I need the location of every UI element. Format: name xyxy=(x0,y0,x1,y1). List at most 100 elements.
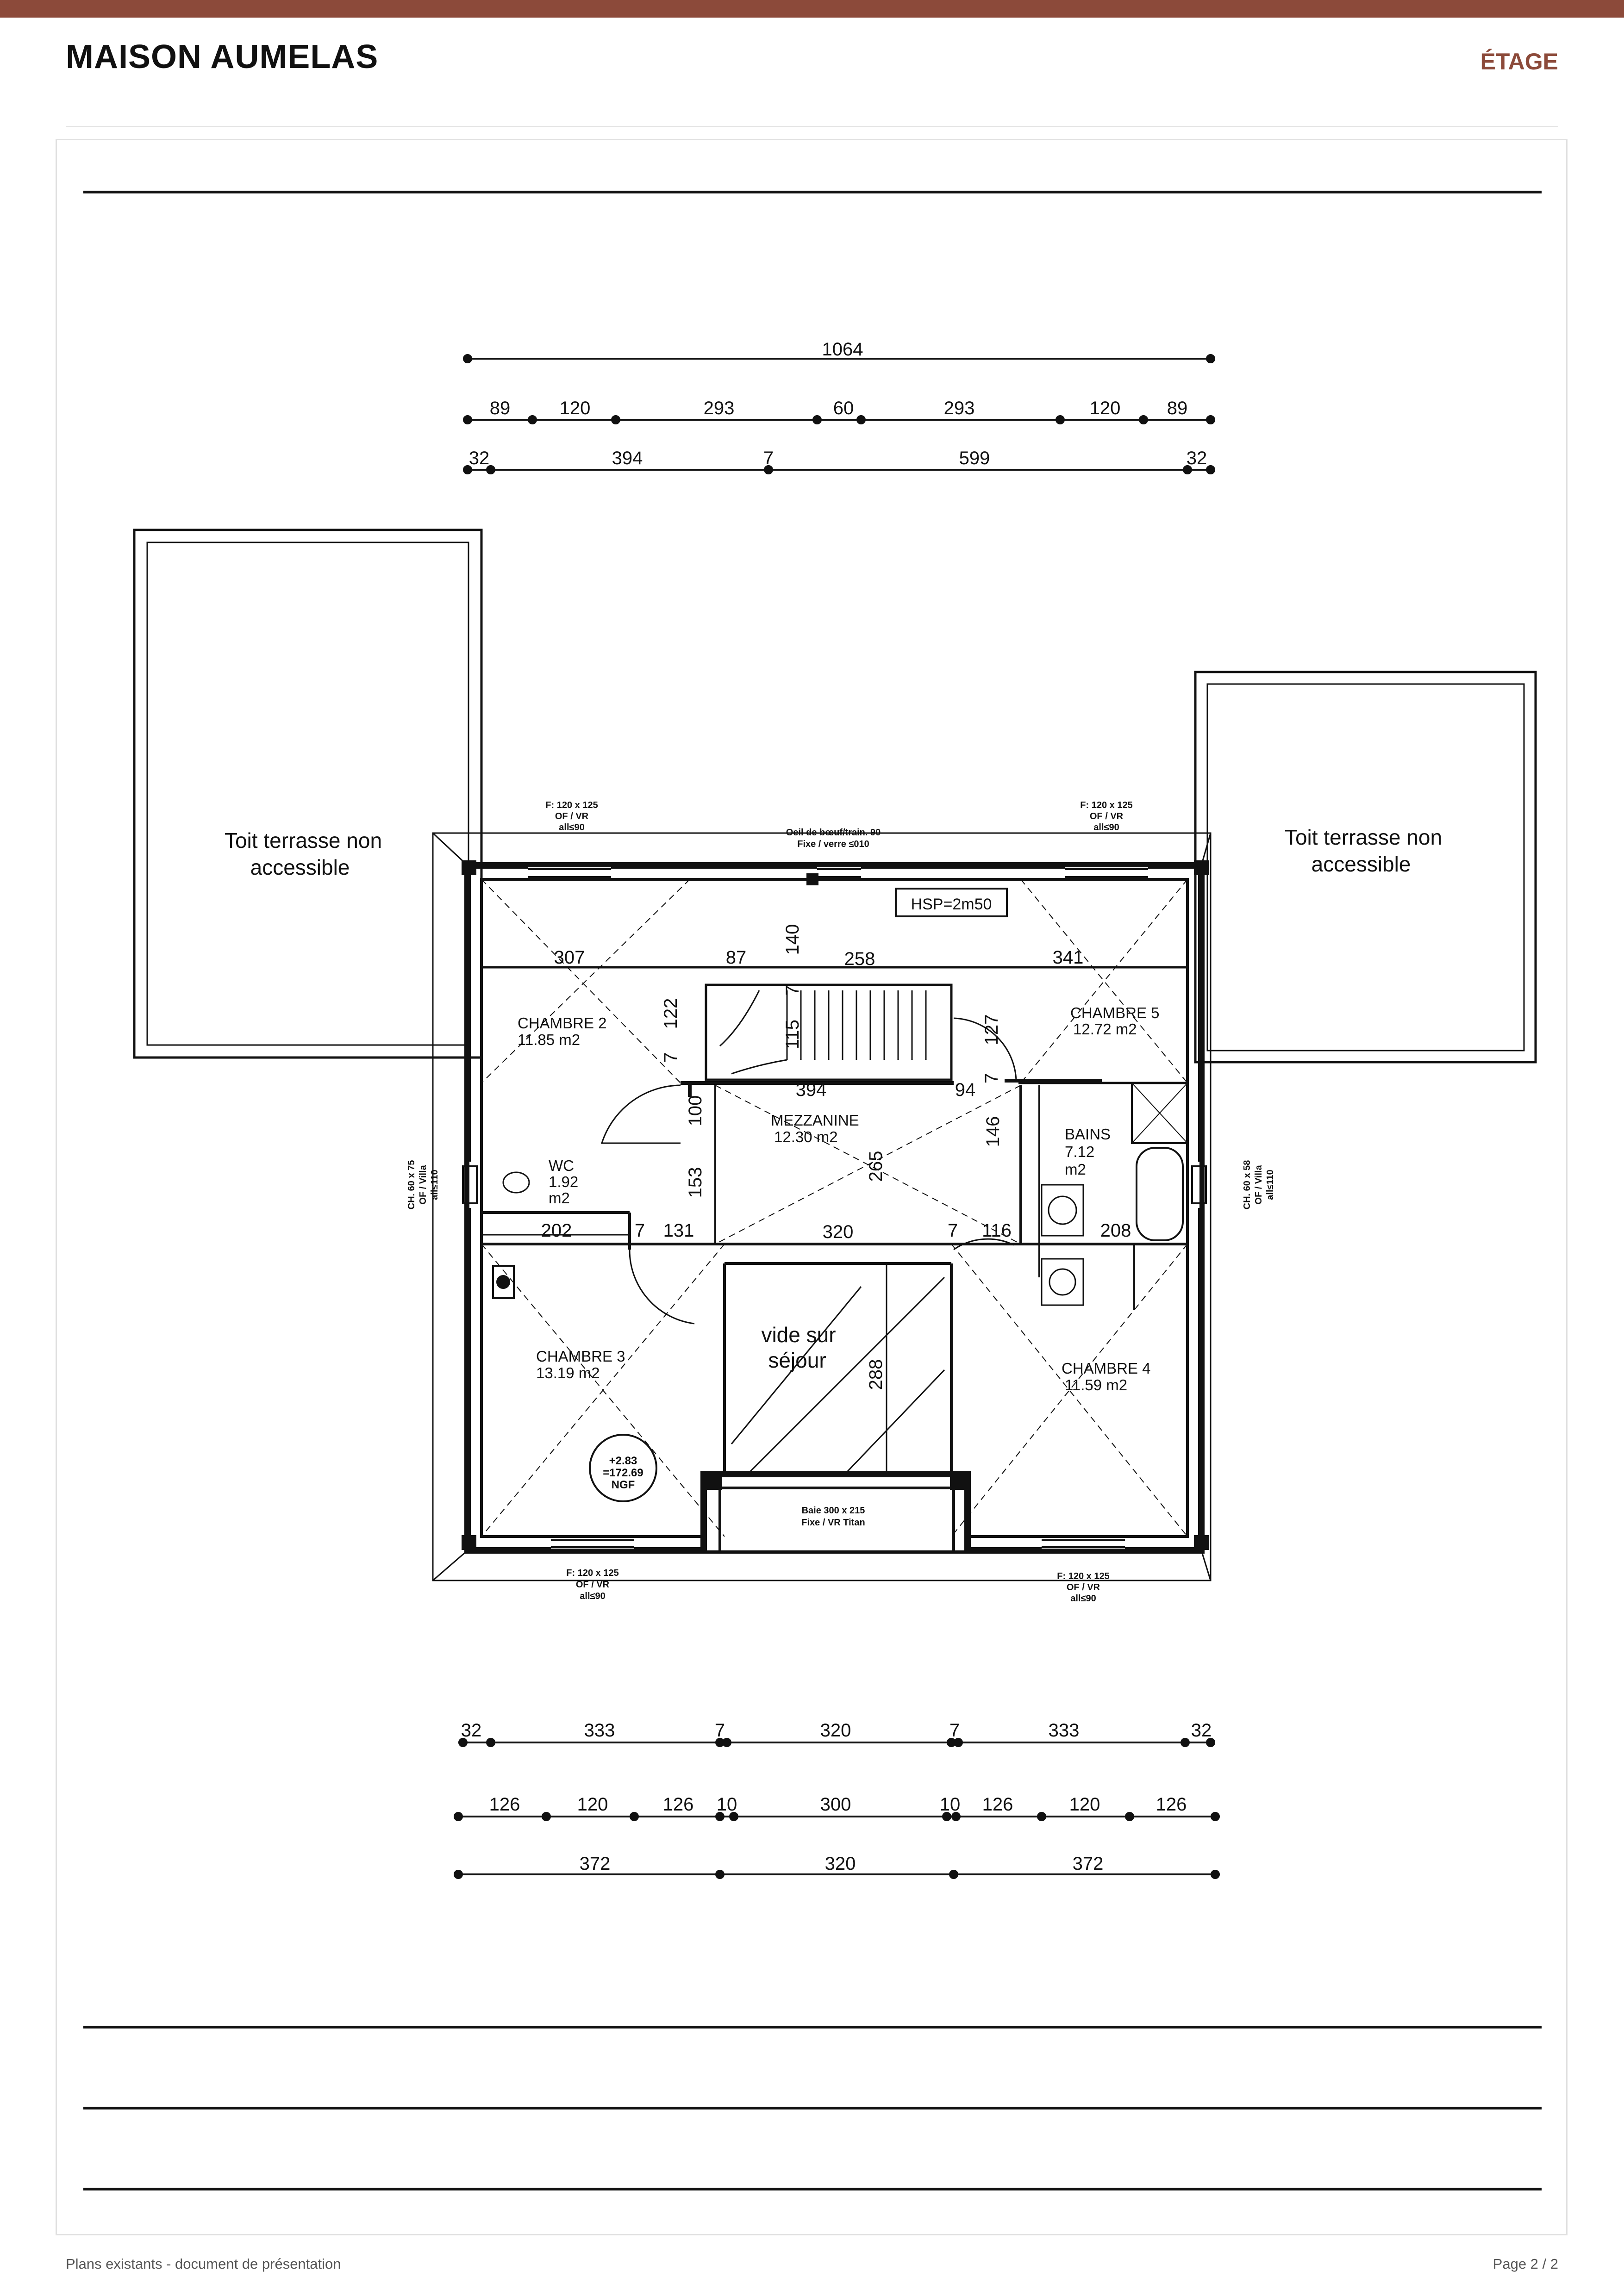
room-wc-unit: m2 xyxy=(549,1189,570,1207)
dimension-tick xyxy=(454,1812,463,1821)
terrace-left-label: accessible xyxy=(250,855,350,879)
dim-bottom-row1: 333 xyxy=(1049,1720,1080,1741)
dim-bottom-row2: 126 xyxy=(1156,1794,1187,1815)
dimension-tick xyxy=(1139,415,1148,424)
dimension-tick xyxy=(856,415,866,424)
dim-bottom-row2: 120 xyxy=(1069,1794,1100,1815)
dim-top-row3: 7 xyxy=(763,448,774,468)
interior-dim: 146 xyxy=(983,1116,1003,1147)
level-mark-text: NGF xyxy=(612,1479,635,1491)
room-vide-label: séjour xyxy=(768,1348,826,1372)
dimension-tick xyxy=(1183,465,1192,474)
dim-bottom-row2: 120 xyxy=(577,1794,608,1815)
dim-top-row2: 60 xyxy=(833,398,854,418)
dim-bottom-labels: 32 333 7 320 7 333 32 126 120 126 10 300… xyxy=(461,1720,1212,1874)
window-label: all≤90 xyxy=(1093,822,1119,833)
dim-top-row2: 120 xyxy=(1090,398,1121,418)
interior-dim: 7 xyxy=(782,985,803,996)
terrace-left-inner xyxy=(146,541,469,1046)
dimension-tick xyxy=(542,1812,551,1821)
dim-top-row2: 89 xyxy=(1167,398,1188,418)
dim-bottom-row1: 333 xyxy=(584,1720,615,1741)
interior-dim: 394 xyxy=(796,1080,827,1100)
terrace-right-label: Toit terrasse non xyxy=(1285,825,1442,849)
interior-dim: 131 xyxy=(663,1220,694,1241)
interior-dim: 202 xyxy=(541,1220,572,1241)
level-mark-text: +2.83 xyxy=(609,1455,637,1467)
window-label: all≤90 xyxy=(580,1591,605,1601)
window-label: F: 120 x 125 xyxy=(1080,800,1132,810)
dimension-tick xyxy=(715,1812,725,1821)
room-wc-name: WC xyxy=(549,1157,574,1174)
dimension-tick xyxy=(1211,1870,1220,1879)
room-vide-label: vide sur xyxy=(761,1323,836,1347)
page-number: Page 2 / 2 xyxy=(1493,2256,1558,2272)
interior-dim: 94 xyxy=(955,1080,976,1100)
dim-top-row3: 394 xyxy=(612,448,643,468)
dim-top-row2: 293 xyxy=(944,398,975,418)
interior-dim: 7 xyxy=(661,1052,681,1063)
dim-top-row3: 599 xyxy=(959,448,990,468)
dim-top-total: 1064 xyxy=(822,339,863,360)
dim-bottom-row2: 300 xyxy=(820,1794,851,1815)
dimension-tick xyxy=(942,1812,951,1821)
dim-bottom-row1: 32 xyxy=(461,1720,482,1741)
window-label: all≤110 xyxy=(1265,1170,1275,1200)
room-bains-area: 7.12 xyxy=(1065,1143,1094,1160)
dimension-tick xyxy=(729,1812,738,1821)
window-label: OF / VR xyxy=(555,811,589,821)
dim-top-row3: 32 xyxy=(469,448,490,468)
room-chambre2-area: 11.85 m2 xyxy=(518,1031,580,1048)
dim-bottom-row2: 126 xyxy=(489,1794,520,1815)
dim-bottom-row1: 32 xyxy=(1191,1720,1212,1741)
dimension-tick xyxy=(1211,1812,1220,1821)
dim-top-row3: 32 xyxy=(1187,448,1207,468)
dim-bottom-row1: 7 xyxy=(949,1720,960,1741)
dimension-tick xyxy=(458,1738,468,1747)
dim-bottom-row3: 372 xyxy=(580,1854,611,1874)
interior-dim: 153 xyxy=(685,1167,706,1198)
dimension-tick xyxy=(528,415,537,424)
interior-dim: 320 xyxy=(823,1222,854,1242)
dimension-tick xyxy=(486,465,495,474)
dimension-tick xyxy=(454,1870,463,1879)
dimension-tick xyxy=(630,1812,639,1821)
room-chambre4-area: 11.59 m2 xyxy=(1065,1376,1127,1394)
interior-dim: 122 xyxy=(661,998,681,1029)
dimension-tick xyxy=(812,415,822,424)
dim-bottom-row2: 10 xyxy=(940,1794,961,1815)
window-annotations: F: 120 x 125 OF / VR all≤90 Oeil de bœuf… xyxy=(406,800,1275,1604)
top-accent-bar xyxy=(0,0,1624,18)
level-mark: +2.83 =172.69 NGF xyxy=(603,1455,643,1491)
page-title: MAISON AUMELAS xyxy=(66,38,379,75)
interior-dim: 115 xyxy=(782,1020,803,1049)
dimension-tick xyxy=(1206,415,1215,424)
interior-dim: 140 xyxy=(782,924,803,955)
window-label: OF / VR xyxy=(576,1580,610,1590)
room-bains-name: BAINS xyxy=(1065,1126,1111,1143)
dim-bottom-row2: 10 xyxy=(717,1794,737,1815)
window-label: F: 120 x 125 xyxy=(545,800,598,810)
window-label: OF / Villa xyxy=(1254,1165,1264,1205)
dimension-tick xyxy=(954,1738,963,1747)
dim-top-labels: 1064 89 120 293 60 293 120 89 32 394 7 5… xyxy=(469,339,1207,468)
dimension-tick xyxy=(1037,1812,1046,1821)
window-label: Fixe / verre ≤010 xyxy=(797,839,869,849)
dim-bottom-row3: 320 xyxy=(825,1854,856,1874)
roof-outline xyxy=(432,832,1212,1581)
room-mezzanine-name: MEZZANINE xyxy=(771,1112,859,1129)
level-mark-text: =172.69 xyxy=(603,1467,643,1479)
room-wc-area: 1.92 xyxy=(549,1173,578,1190)
room-mezzanine-area: 12.30 m2 xyxy=(774,1128,838,1145)
header-divider xyxy=(66,126,1558,127)
dim-bottom-row1: 7 xyxy=(715,1720,725,1741)
dimension-tick xyxy=(463,354,472,363)
dimension-tick xyxy=(1206,1738,1215,1747)
room-chambre5-area: 12.72 m2 xyxy=(1073,1020,1137,1038)
section-label: ÉTAGE xyxy=(1480,49,1558,75)
interior-dim: 265 xyxy=(866,1151,886,1182)
room-bains-unit: m2 xyxy=(1065,1161,1086,1178)
dimension-tick xyxy=(951,1812,961,1821)
exterior-wall-inner xyxy=(480,878,1189,1538)
room-chambre4-name: CHAMBRE 4 xyxy=(1062,1360,1151,1377)
